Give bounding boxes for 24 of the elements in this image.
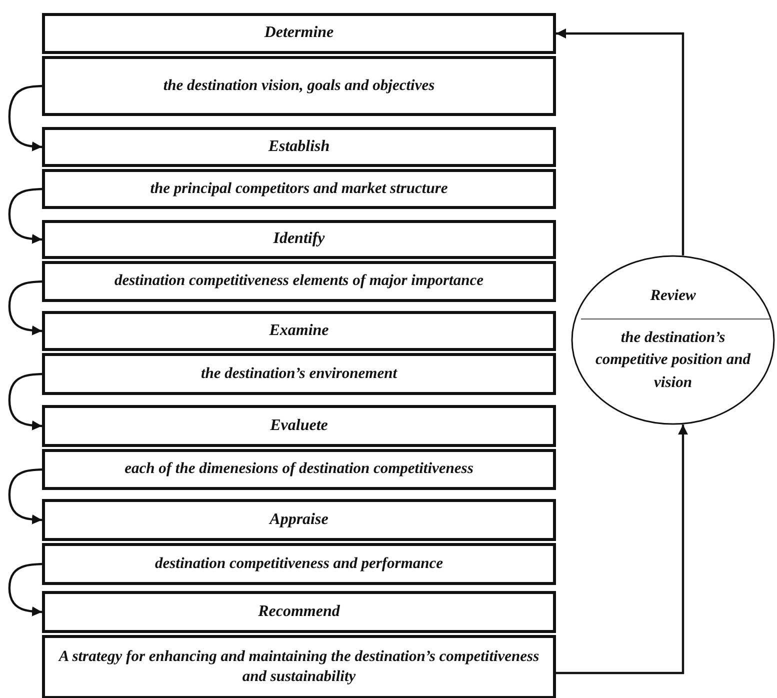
review-description: the destination’s competitive position and vision xyxy=(594,328,752,393)
step-title: Establish xyxy=(42,127,556,167)
step-description: destination competitiveness and performance xyxy=(42,543,556,585)
arrow xyxy=(556,424,688,674)
step-title: Evaluete xyxy=(42,405,556,447)
arrow xyxy=(8,468,42,524)
arrow xyxy=(8,280,42,336)
step-title: Recommend xyxy=(42,591,556,633)
arrow xyxy=(8,188,42,244)
step-description: the destination vision, goals and objectives xyxy=(42,56,556,116)
arrow xyxy=(8,84,42,152)
step-title: Identify xyxy=(42,220,556,259)
arrow xyxy=(8,372,42,430)
step-description: destination competitiveness elements of major importance xyxy=(42,261,556,302)
arrow xyxy=(8,562,42,616)
step-description: each of the dimenesions of destination competitiveness xyxy=(42,449,556,490)
step-description: A strategy for enhancing and maintaining the destination’s competitiveness and sustainability xyxy=(42,635,556,698)
step-description: the destination’s environement xyxy=(42,353,556,395)
step-title: Appraise xyxy=(42,499,556,541)
review-title: Review xyxy=(649,286,697,306)
step-title: Determine xyxy=(42,13,556,54)
step-title: Examine xyxy=(42,311,556,351)
step-description: the principal competitors and market structure xyxy=(42,169,556,209)
arrow xyxy=(556,28,684,256)
